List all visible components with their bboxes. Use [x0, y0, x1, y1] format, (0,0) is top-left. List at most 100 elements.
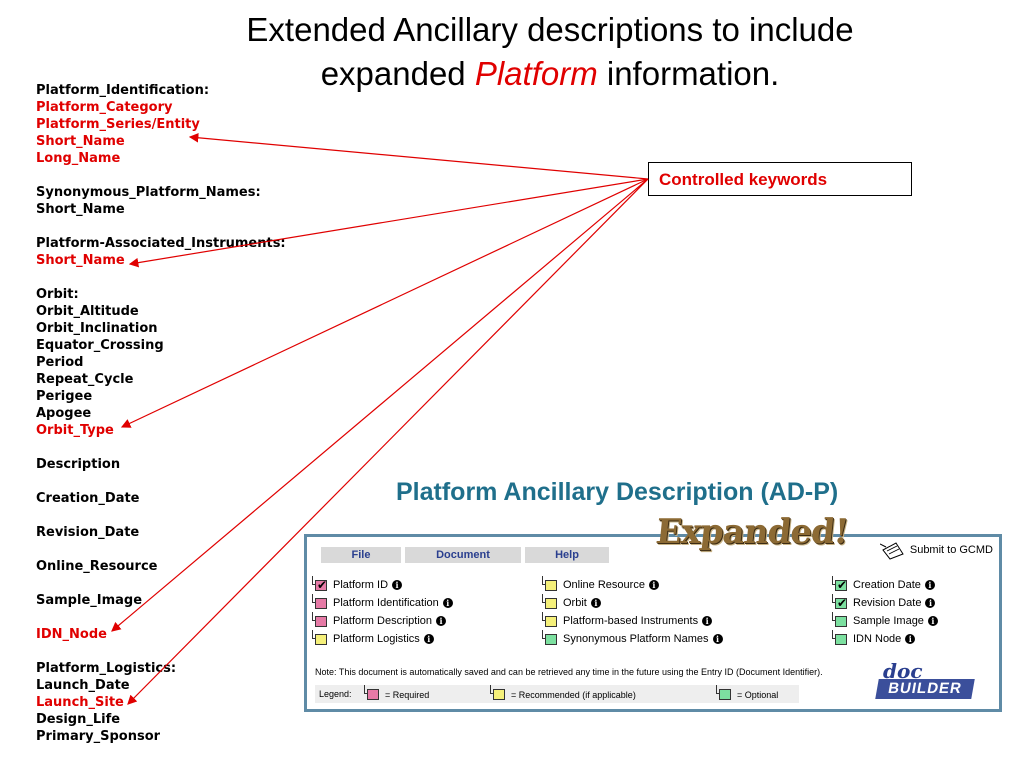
metadata-field-list: Platform_Identification: Platform_Categor… [36, 82, 286, 745]
slide-title-line2: expanded Platform information. [210, 52, 890, 96]
docbuilder-item-label: Platform-based Instruments [563, 615, 699, 627]
docbuilder-menubar: File Document Help [321, 547, 609, 563]
list-spacer [36, 507, 286, 524]
field-name: Platform-Associated_Instruments: [36, 236, 286, 251]
checkmark-icon: ✔ [317, 577, 328, 592]
checked-box-icon: ✔ [832, 575, 848, 592]
field-name: Launch_Date [36, 678, 130, 693]
field-name: Long_Name [36, 151, 121, 166]
status-box-icon [312, 629, 327, 645]
checkmark-icon: ✔ [837, 577, 848, 592]
field-name: Equator_Crossing [36, 338, 164, 353]
legend-recommended: = Recommended (if applicable) [490, 685, 636, 700]
field-name: Short_Name [36, 134, 125, 149]
field-name: Revision_Date [36, 525, 140, 540]
checkmark-icon: ✔ [837, 595, 848, 610]
legend-required-text: = Required [385, 689, 430, 700]
controlled-keywords-label: Controlled keywords [659, 170, 828, 189]
docbuilder-item-label: IDN Node [853, 633, 902, 645]
submit-to-gcmd-button[interactable]: Submit to GCMD [879, 540, 993, 560]
info-icon[interactable]: i [712, 634, 723, 644]
menu-file[interactable]: File [321, 547, 401, 563]
title-emphasis: Platform [474, 55, 598, 92]
autosave-note: Note: This document is automatically sav… [315, 667, 823, 677]
info-icon[interactable]: i [392, 580, 403, 590]
legend-optional: = Optional [716, 685, 778, 700]
logo-builder-text: BUILDER [875, 679, 975, 699]
info-icon[interactable]: i [924, 580, 935, 590]
menu-help[interactable]: Help [525, 547, 609, 563]
field-name: Primary_Sponsor [36, 729, 161, 744]
checked-box-icon: ✔ [312, 575, 328, 592]
field-name: Period [36, 355, 84, 370]
field-name: Platform_Identification: [36, 83, 210, 98]
checked-box-icon: ✔ [832, 593, 848, 610]
docbuilder-item-label: Platform ID [333, 579, 389, 591]
docbuilder-item-label: Synonymous Platform Names [563, 633, 709, 645]
info-icon[interactable]: i [423, 634, 434, 644]
info-icon[interactable]: i [442, 598, 453, 608]
legend: Legend: = Required = Recommended (if app… [315, 685, 799, 703]
list-spacer [36, 609, 286, 626]
list-spacer [36, 575, 286, 592]
submit-document-icon [879, 542, 904, 560]
field-name: Orbit_Inclination [36, 321, 158, 336]
required-swatch [364, 685, 379, 700]
field-name: Short_Name [36, 253, 125, 268]
status-box-icon [542, 593, 557, 609]
info-icon[interactable]: i [925, 598, 936, 608]
list-spacer [36, 473, 286, 490]
status-box-icon [832, 611, 847, 627]
field-name: Platform_Category [36, 100, 173, 115]
docbuilder-item-label: Online Resource [563, 579, 645, 591]
docbuilder-item-label: Creation Date [853, 579, 921, 591]
docbuilder-item-label: Platform Logistics [333, 633, 420, 645]
field-name: Orbit: [36, 287, 79, 302]
slide-title-line1: Extended Ancillary descriptions to inclu… [246, 11, 854, 48]
info-icon[interactable]: i [436, 616, 447, 626]
controlled-keywords-box: Controlled keywords [648, 162, 912, 196]
status-box-icon [542, 629, 557, 645]
list-spacer [36, 643, 286, 660]
info-icon[interactable]: i [590, 598, 601, 608]
info-icon[interactable]: i [905, 634, 916, 644]
legend-prefix: Legend: [319, 689, 352, 699]
field-name: Repeat_Cycle [36, 372, 134, 387]
menu-document[interactable]: Document [405, 547, 521, 563]
info-icon[interactable]: i [702, 616, 713, 626]
info-icon[interactable]: i [927, 616, 938, 626]
field-name: Design_Life [36, 712, 121, 727]
legend-label: Legend: [319, 689, 352, 699]
field-name: Online_Resource [36, 559, 158, 574]
field-name: Apogee [36, 406, 92, 421]
submit-label: Submit to GCMD [909, 544, 993, 556]
field-name: Sample_Image [36, 593, 143, 608]
field-name: Platform_Logistics: [36, 661, 177, 676]
docbuilder-item-label: Sample Image [853, 615, 924, 627]
list-spacer [36, 541, 286, 558]
docbuilder-item-label: Revision Date [853, 597, 922, 609]
title-text-before: expanded [320, 55, 475, 92]
expanded-badge: Expanded! [653, 512, 850, 552]
status-box-icon [312, 593, 327, 609]
info-icon[interactable]: i [648, 580, 659, 590]
field-name: Creation_Date [36, 491, 140, 506]
docbuilder-logo: doc BUILDER [875, 659, 985, 705]
list-spacer [36, 269, 286, 286]
field-name: Description [36, 457, 121, 472]
docbuilder-item-label: Platform Description [333, 615, 433, 627]
docbuilder-item-label: Orbit [563, 597, 587, 609]
legend-recommended-text: = Recommended (if applicable) [511, 689, 636, 700]
